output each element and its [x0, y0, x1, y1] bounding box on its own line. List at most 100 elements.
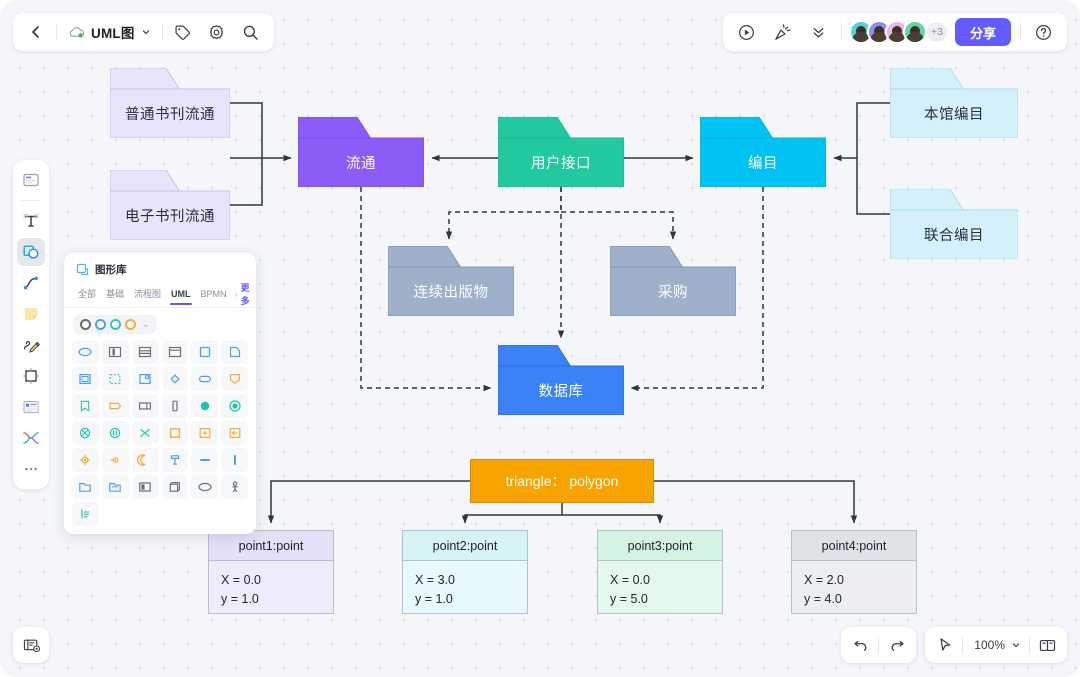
pkg-circulation-label: 流通	[346, 155, 376, 172]
shape-ellipse-flat[interactable]	[191, 475, 219, 499]
shape-tab-0[interactable]: 全部	[78, 289, 97, 299]
pkg-ordinary-circulation[interactable]: 普通书刊流通	[110, 68, 230, 138]
color-swatch-0[interactable]	[80, 319, 91, 330]
shape-tab-1[interactable]: 基础	[106, 289, 125, 299]
shape-tab-2[interactable]: 流程图	[134, 289, 162, 299]
pkg-serials[interactable]: 连续出版物	[388, 246, 514, 316]
celebrate-button[interactable]	[766, 15, 800, 49]
tag-button[interactable]	[166, 15, 200, 49]
swatch-chevron-down-icon[interactable]: ⌄	[142, 319, 150, 329]
shape-tab-3[interactable]: UML	[166, 284, 196, 305]
shape-pin-pointer[interactable]	[161, 448, 189, 472]
rail-pen-tool[interactable]	[17, 331, 45, 359]
rail-crop-tool[interactable]	[17, 362, 45, 390]
shape-panel-split[interactable]	[131, 475, 159, 499]
shape-actor-stick[interactable]	[221, 475, 248, 499]
shape-small-node[interactable]	[101, 448, 129, 472]
rail-text-tool[interactable]	[17, 207, 45, 235]
pkg-cataloging[interactable]: 编目	[700, 117, 826, 187]
document-title-chip[interactable]: UML图	[60, 15, 159, 49]
pkg-acquisition[interactable]: 采购	[610, 246, 736, 316]
page-manager-button[interactable]	[13, 627, 49, 663]
settings-button[interactable]	[200, 15, 234, 49]
shape-align-list[interactable]	[72, 502, 99, 526]
shape-square-with-corner[interactable]	[131, 367, 159, 391]
avatar-overflow-count[interactable]: +3	[924, 20, 949, 44]
shape-diamond-small[interactable]	[161, 367, 189, 391]
shape-orange-square[interactable]	[161, 421, 189, 445]
shape-tab-4[interactable]: BPMN	[200, 288, 227, 299]
divider	[21, 200, 41, 201]
rail-connector-tool[interactable]	[17, 269, 45, 297]
collaborator-avatars[interactable]	[848, 20, 927, 44]
redo-button[interactable]	[881, 630, 912, 660]
shape-node-target[interactable]	[72, 448, 99, 472]
shape-square-plus[interactable]	[191, 421, 219, 445]
color-swatch-2[interactable]	[110, 319, 121, 330]
shape-bookmark[interactable]	[72, 394, 99, 418]
shape-tag-left[interactable]	[101, 394, 129, 418]
rail-more-tool[interactable]	[17, 455, 45, 483]
shape-circle-cross[interactable]	[72, 421, 99, 445]
search-button[interactable]	[234, 15, 268, 49]
shape-color-swatches[interactable]: ⌄	[73, 315, 157, 334]
pkg-database[interactable]: 数据库	[498, 345, 624, 415]
collapse-button[interactable]	[802, 15, 836, 49]
shape-window-box[interactable]	[161, 340, 189, 364]
shape-crescent[interactable]	[131, 448, 159, 472]
class-triangle-polygon[interactable]: triangle： polygon	[470, 459, 654, 503]
shape-folder-blue[interactable]	[72, 475, 99, 499]
shape-x-cross[interactable]	[131, 421, 159, 445]
shape-two-column-box[interactable]	[101, 340, 129, 364]
undo-button[interactable]	[845, 630, 876, 660]
shape-filled-circle[interactable]	[191, 394, 219, 418]
chevron-right-icon[interactable]: ›	[234, 289, 238, 299]
shape-library-tabs[interactable]: 全部基础流程图 UML BPMN ›更多	[64, 281, 256, 308]
pkg-union-catalog[interactable]: 联合编目	[890, 189, 1018, 259]
pkg-local-catalog[interactable]: 本馆编目	[890, 68, 1018, 138]
shape-ring-circle[interactable]	[221, 394, 248, 418]
rail-mindmap-tool[interactable]	[17, 424, 45, 452]
pkg-circulation[interactable]: 流通	[298, 117, 424, 187]
shape-card-box[interactable]	[131, 394, 159, 418]
overview-button[interactable]	[1032, 630, 1063, 660]
pkg-user-interface[interactable]: 用户接口	[498, 117, 624, 187]
shape-rounded-rect[interactable]	[191, 367, 219, 391]
help-button[interactable]	[1026, 15, 1060, 49]
zoom-control[interactable]: 100%	[965, 630, 1027, 660]
share-button[interactable]: 分享	[954, 18, 1011, 46]
shape-folder-inner[interactable]	[101, 475, 129, 499]
shape-stacked-bars-box[interactable]	[131, 340, 159, 364]
shape-square-arrow-in[interactable]	[221, 421, 248, 445]
avatar-4[interactable]	[902, 20, 927, 44]
rail-template-tool[interactable]	[17, 393, 45, 421]
shape-vertical-line[interactable]	[221, 448, 248, 472]
color-swatch-3[interactable]	[125, 319, 136, 330]
color-swatch-1[interactable]	[95, 319, 106, 330]
shape-dash-line[interactable]	[191, 448, 219, 472]
cursor-tool-button[interactable]	[929, 630, 960, 660]
shape-grid[interactable]	[64, 338, 256, 534]
rail-sticky-tool[interactable]	[17, 300, 45, 328]
shape-shield-tag[interactable]	[221, 367, 248, 391]
back-button[interactable]	[19, 15, 53, 49]
shape-more-link[interactable]: 更多	[240, 283, 250, 306]
shape-nested-square[interactable]	[72, 367, 99, 391]
shape-vertical-bar[interactable]	[161, 394, 189, 418]
shape-circle-pause[interactable]	[101, 421, 129, 445]
shape-note-corner[interactable]	[221, 340, 248, 364]
folder-inner-icon	[109, 483, 122, 492]
rail-frame-tool[interactable]	[17, 166, 45, 194]
shape-ellipse-outline[interactable]	[72, 340, 99, 364]
pkg-ebook-circulation[interactable]: 电子书刊流通	[110, 170, 230, 240]
present-button[interactable]	[730, 15, 764, 49]
shape-cube-box[interactable]	[161, 475, 189, 499]
shape-dashed-square[interactable]	[101, 367, 129, 391]
shape-rounded-square[interactable]	[191, 340, 219, 364]
rail-shape-tool[interactable]	[17, 238, 45, 266]
